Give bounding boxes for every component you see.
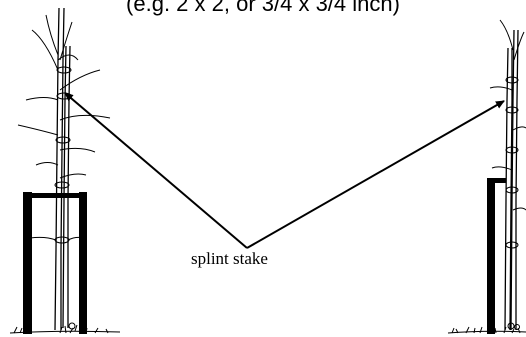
left-tree-figure xyxy=(10,8,120,334)
callout-arrow-right xyxy=(247,101,504,248)
right-tree-figure xyxy=(448,20,526,334)
left-trunk xyxy=(55,8,70,330)
right-trunk xyxy=(505,30,518,330)
right-support-stake xyxy=(487,178,506,334)
callout-label: splint stake xyxy=(191,249,268,269)
callout-arrows xyxy=(65,93,504,248)
callout-arrow-left xyxy=(65,93,247,248)
